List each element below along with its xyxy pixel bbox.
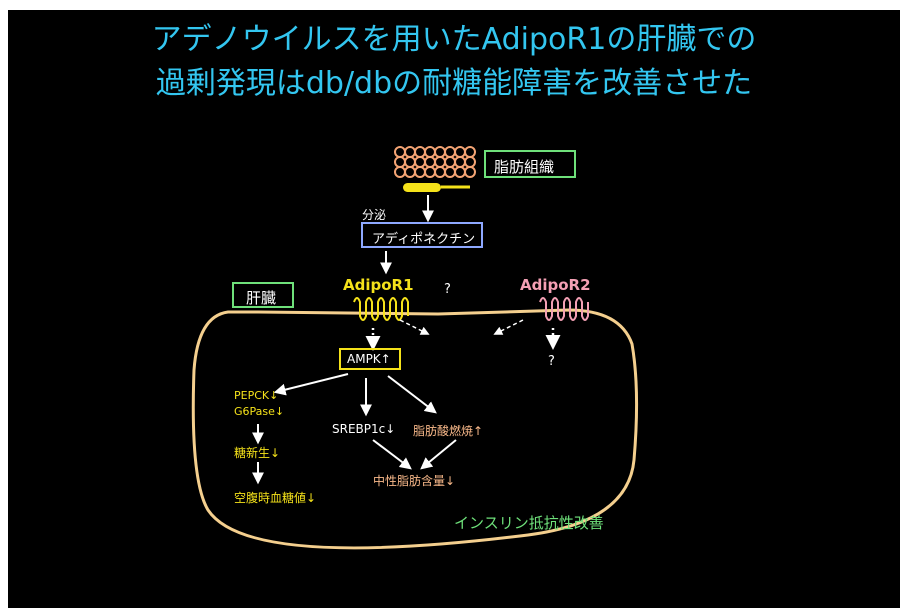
liver-cell-outline [191,308,639,550]
adipose-cells-icon [394,146,476,178]
arrow-ampk-to-pepck [273,373,349,396]
arrow-adipor1-dashed-right [399,319,430,335]
adipor2-receptor-icon [539,297,589,321]
adiponectin-label: アディポネクチン [372,232,476,247]
slide-title-line1: アデノウイルスを用いたAdipoR1の肝臓での [151,22,757,57]
ampk-label: AMPK↑ [347,352,391,366]
question-mark-top: ? [444,282,451,297]
g6pase-label: G6Pase↓ [234,405,285,418]
arrow-srebp1c-to-neutral-fat [372,439,412,470]
arrow-adipor2-dashed-left [493,319,524,335]
arrow-fatty-acid-to-neutral-fat [420,439,457,470]
adipose-tissue-box: 脂肪組織 [484,150,576,178]
fasting-glucose-label: 空腹時血糖値↓ [234,491,317,505]
slide: アデノウイルスを用いたAdipoR1の肝臓での 過剰発現はdb/dbの耐糖能障害… [8,10,900,608]
secretion-label: 分泌 [362,208,387,222]
arrow-ampk-to-fatty-acid [387,375,437,414]
insulin-resistance-label: インスリン抵抗性改善 [454,514,604,532]
neutral-fat-label: 中性脂肪含量↓ [373,474,456,488]
adipor2-label: AdipoR2 [520,276,591,294]
pepck-label: PEPCK↓ [234,389,279,402]
adiponectin-box: アディポネクチン [361,222,483,248]
slide-title-line2: 過剰発現はdb/dbの耐糖能障害を改善させた [155,66,753,101]
gluconeogenesis-label: 糖新生↓ [234,446,281,460]
liver-box: 肝臓 [232,282,294,308]
fatty-acid-oxidation-label: 脂肪酸燃焼↑ [413,424,484,438]
adipose-tissue-label: 脂肪組織 [494,158,555,176]
pathway-diagram [191,146,639,550]
srebp1c-label: SREBP1c↓ [332,422,396,436]
adipor1-receptor-icon [353,297,409,321]
liver-label: 肝臓 [246,289,277,307]
adipocyte-pill-icon [403,183,470,192]
ampk-box: AMPK↑ [339,348,401,370]
question-mark-adipor2: ? [548,354,555,369]
adipor1-label: AdipoR1 [343,276,414,294]
